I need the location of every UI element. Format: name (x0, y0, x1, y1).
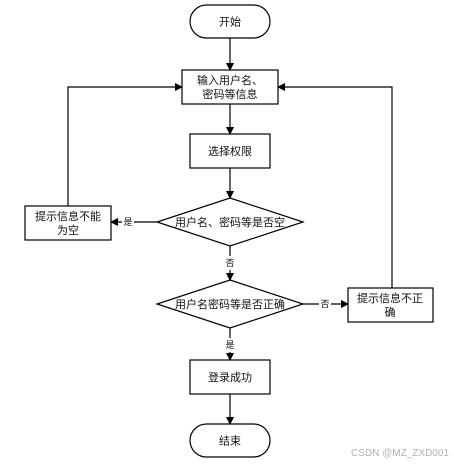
start-label: 开始 (219, 15, 241, 29)
check-correct-diamond (155, 279, 305, 329)
edge-wrongmsg-back (277, 83, 393, 288)
wrong-message-box (347, 287, 434, 323)
check-correct-label: 用户名密码等是否正确 (175, 297, 285, 311)
select-permission-label: 选择权限 (208, 144, 252, 158)
check-empty-label: 用户名、密码等是否空 (175, 215, 285, 229)
start-terminal (189, 4, 271, 39)
input-box (181, 69, 279, 105)
login-success-box (189, 359, 271, 395)
select-permission-box (189, 133, 271, 169)
edge-emptymsg-back (67, 83, 183, 206)
empty-message-line2: 为空 (57, 223, 79, 237)
watermark: CSDN @MZ_ZXD001 (351, 448, 449, 459)
edge-label-empty-no: 否 (225, 258, 234, 269)
input-label-line1: 输入用户名、 (197, 73, 263, 87)
login-success-label: 登录成功 (208, 370, 252, 384)
empty-message-box (24, 205, 112, 241)
edge-label-correct-yes: 是 (225, 340, 234, 351)
empty-message-line1: 提示信息不能 (35, 209, 101, 223)
edge-label-correct-no: 否 (320, 299, 329, 310)
edge-label-empty-yes: 是 (123, 217, 132, 228)
end-label: 结束 (219, 435, 241, 448)
input-label-line2: 密码等信息 (203, 87, 258, 101)
end-terminal (189, 423, 271, 458)
wrong-message-line1: 提示信息不正 (357, 291, 423, 305)
check-empty-diamond (155, 197, 305, 247)
wrong-message-line2: 确 (385, 306, 396, 319)
